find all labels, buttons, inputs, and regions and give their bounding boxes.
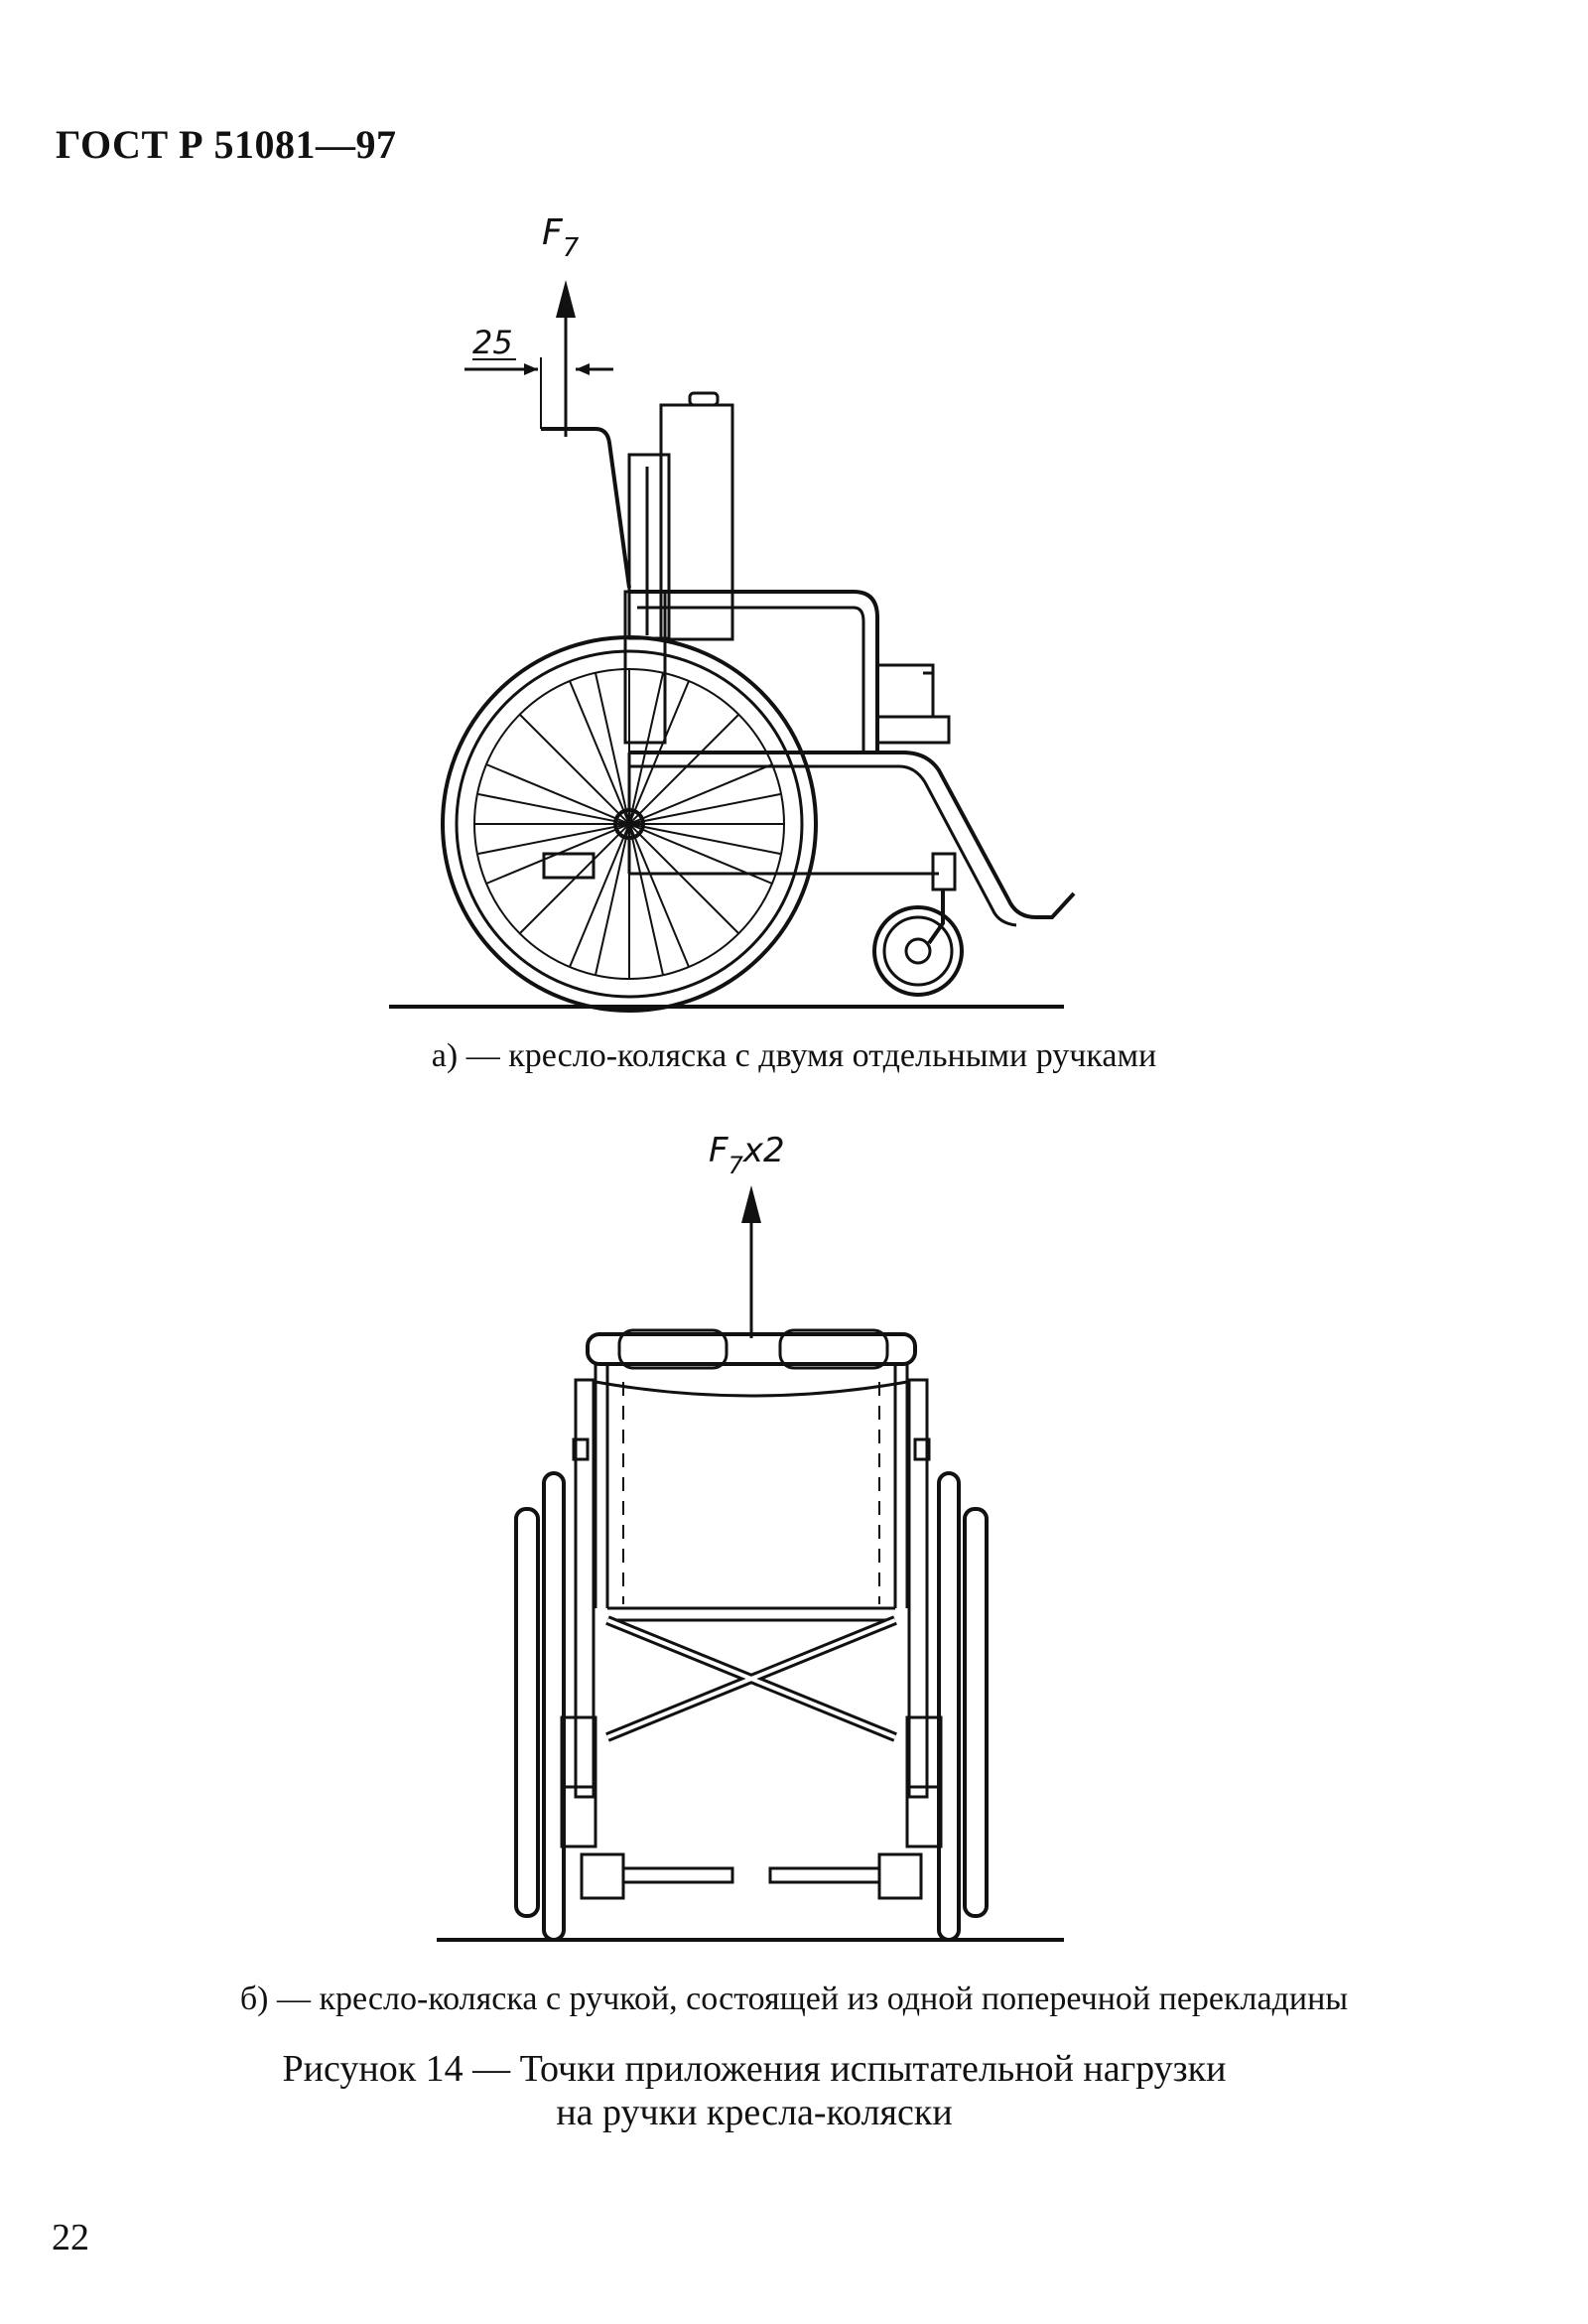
footrest-plate-left (621, 1866, 734, 1884)
backrest-post (627, 453, 671, 640)
rear-wheel-left-outer (514, 1507, 540, 1918)
figure-title-line2: на ручки кресла-коляски (556, 2092, 953, 2133)
dimension-label: 25 (472, 324, 513, 361)
force-label-a: F7 (542, 212, 580, 263)
footrest-bracket-right (877, 1852, 923, 1900)
rear-wheel-left (542, 1471, 566, 1942)
handle-grip-right (778, 1328, 889, 1370)
force-arrow-head-a (556, 280, 576, 318)
main-wheel-spokes (474, 669, 784, 979)
armrest-frame (629, 590, 879, 754)
armrest-front-block (875, 715, 951, 745)
handle-crossbar (586, 1332, 917, 1366)
side-tube-right (907, 1378, 929, 1799)
push-handle-a (541, 427, 631, 589)
figure-title: Рисунок 14 — Точки приложения испытатель… (0, 2047, 1509, 2134)
side-tube-left (574, 1378, 596, 1799)
backrest-top-knob (688, 391, 720, 407)
caster-wheel (872, 905, 964, 997)
footrest-frame (629, 751, 1076, 919)
figure-b-caption: б) — кресло-коляска с ручкой, состоящей … (239, 1981, 1349, 2017)
page-number: 22 (52, 2217, 89, 2258)
rear-wheel-right (937, 1471, 961, 1942)
figure-b-rear-view (437, 1185, 1064, 1942)
main-wheel-tire (441, 635, 818, 1013)
figure-a-side-view (389, 280, 1076, 1013)
backrest-top-curve (595, 1380, 908, 1398)
brake-lever (542, 852, 596, 880)
force-label-b: F7x2 (709, 1131, 785, 1179)
backrest-cushion (659, 403, 734, 641)
rear-wheel-right-outer (963, 1507, 989, 1918)
caster-fork-top (931, 852, 957, 891)
footrest-bracket-left (580, 1852, 625, 1900)
main-wheel-rim (455, 649, 804, 999)
footrest-plate-right (768, 1866, 881, 1884)
figure-a-caption: а) — кресло-коляска с двумя отдельными р… (431, 1037, 1157, 1074)
force-arrow-head-b (741, 1185, 761, 1223)
document-header: ГОСТ Р 51081—97 (56, 122, 397, 167)
figure-title-line1: Рисунок 14 — Точки приложения испытатель… (282, 2048, 1227, 2090)
handle-grip-left (617, 1328, 728, 1370)
